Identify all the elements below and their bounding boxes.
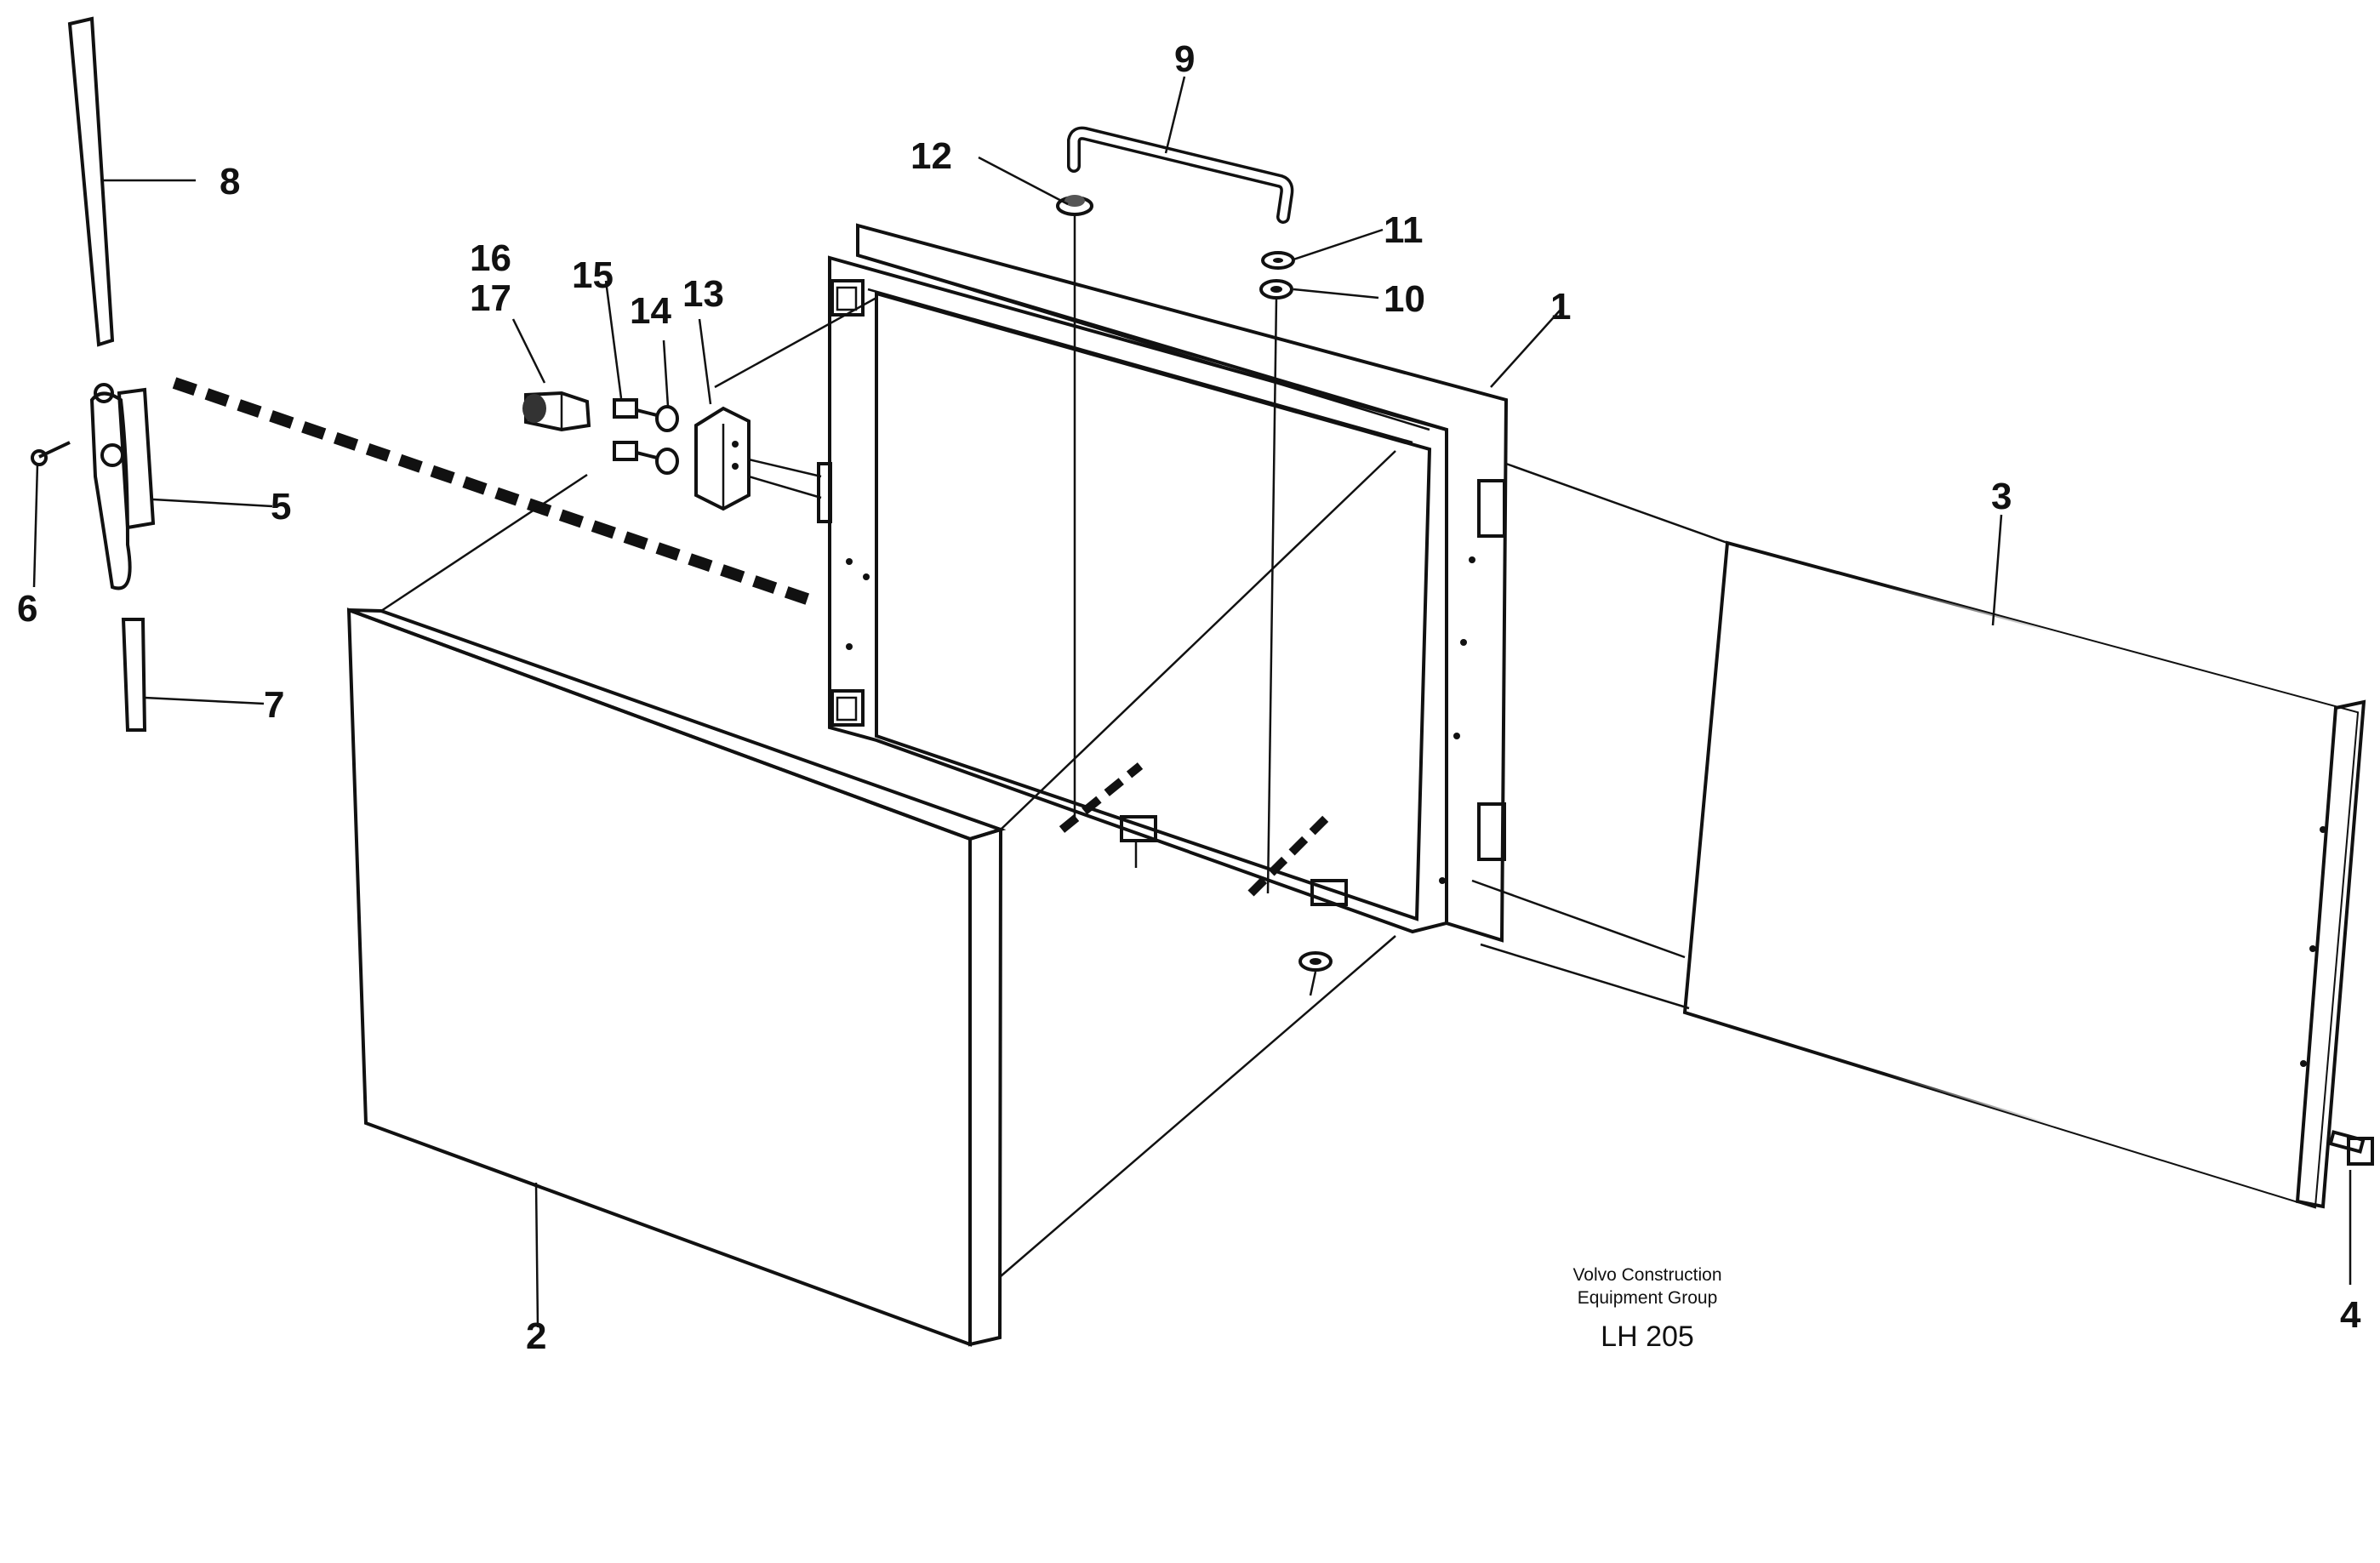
alignment-lines — [380, 213, 1728, 1277]
screw-pair — [613, 398, 658, 461]
caption-company-line2: Equipment Group — [1578, 1288, 1718, 1308]
label-part-6: 6 — [17, 588, 37, 630]
washer-upper — [1261, 251, 1295, 270]
caption-model: LH 205 — [1601, 1321, 1694, 1353]
filter-element — [346, 608, 1007, 1347]
label-part-8: 8 — [220, 161, 240, 203]
label-part-5: 5 — [271, 486, 291, 528]
leader-lines — [32, 76, 2352, 1328]
label-part-2: 2 — [526, 1315, 546, 1357]
filter-frame — [817, 223, 1509, 943]
label-part-1: 1 — [1550, 286, 1571, 328]
lock-block — [694, 406, 822, 511]
washer-lower — [1298, 951, 1333, 972]
lock-cylinder — [522, 391, 591, 432]
assembly-dashed-line — [172, 377, 819, 608]
locking-rod-lower — [121, 618, 147, 732]
bolt — [2328, 1130, 2374, 1166]
dashed-bolt-lines — [1059, 762, 1331, 897]
nut — [1259, 279, 1293, 299]
screen-panel — [1682, 540, 2366, 1209]
label-part-10: 10 — [1384, 278, 1425, 320]
label-part-15: 15 — [572, 254, 614, 296]
label-part-12: 12 — [910, 135, 952, 177]
caption-company-line1: Volvo Construction — [1572, 1265, 1721, 1285]
screw — [31, 441, 71, 466]
label-part-13: 13 — [682, 273, 724, 315]
label-part-9: 9 — [1174, 38, 1195, 80]
label-part-11: 11 — [1384, 209, 1424, 251]
washer-pair — [655, 405, 679, 475]
cap-nut — [1056, 195, 1093, 216]
label-part-17: 17 — [470, 277, 511, 319]
label-part-16: 16 — [470, 237, 511, 279]
label-part-7: 7 — [264, 684, 284, 726]
locking-rod-upper — [67, 16, 115, 347]
label-part-4: 4 — [2340, 1294, 2361, 1336]
label-part-3: 3 — [1991, 476, 2012, 517]
label-part-14: 14 — [630, 290, 671, 332]
latch-handle — [89, 383, 156, 590]
